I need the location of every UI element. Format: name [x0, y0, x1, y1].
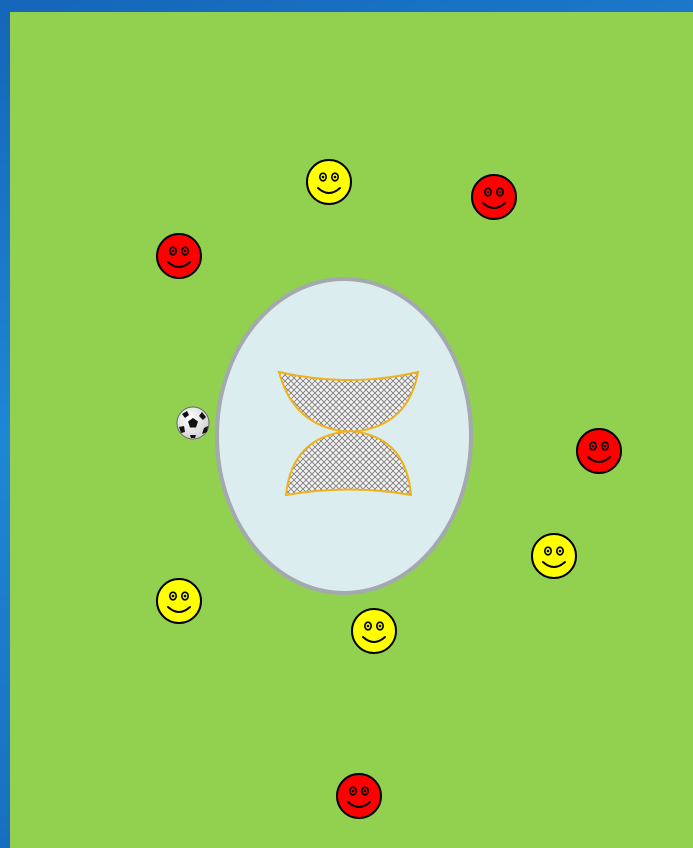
player-red-smiley-icon[interactable]	[337, 774, 381, 818]
player-yellow-smiley-icon[interactable]	[307, 160, 351, 204]
player-red-smiley-icon[interactable]	[577, 429, 621, 473]
soccer-ball-icon[interactable]	[177, 407, 209, 439]
player-yellow-smiley-icon[interactable]	[352, 609, 396, 653]
player-yellow-smiley-icon[interactable]	[532, 534, 576, 578]
player-red-smiley-icon[interactable]	[472, 175, 516, 219]
player-red-smiley-icon[interactable]	[157, 234, 201, 278]
player-yellow-smiley-icon[interactable]	[157, 579, 201, 623]
